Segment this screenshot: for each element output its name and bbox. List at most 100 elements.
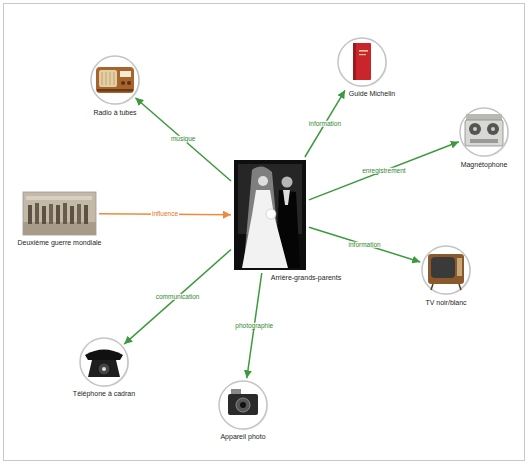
war-photo-part bbox=[26, 196, 92, 200]
tape-recorder-icon-part bbox=[460, 108, 508, 156]
war-photo-part bbox=[70, 206, 74, 224]
icon-node: Appareil photo bbox=[219, 381, 267, 442]
camera-icon-part bbox=[220, 382, 268, 430]
radio-icon-part bbox=[120, 71, 131, 77]
book-icon-part bbox=[359, 54, 366, 55]
camera-icon-part bbox=[236, 398, 250, 412]
edge-label: information bbox=[308, 120, 342, 127]
book-icon-part bbox=[338, 38, 386, 86]
label-box: Magnétophone bbox=[460, 161, 508, 169]
tape-recorder-icon-part bbox=[461, 109, 509, 157]
icon-node: Guide Michelin bbox=[338, 38, 396, 99]
war-photo-part bbox=[35, 203, 39, 224]
label-box: Radio à tubes bbox=[93, 109, 138, 117]
tape-recorder-icon bbox=[460, 108, 509, 157]
tv-icon bbox=[422, 246, 471, 295]
tape-recorder-icon-part bbox=[466, 114, 502, 120]
radio-icon-part bbox=[99, 70, 117, 87]
tv-icon-part bbox=[422, 246, 470, 294]
tv-icon-part bbox=[431, 284, 433, 290]
wedding-photo-part bbox=[258, 176, 268, 186]
war-photo-part bbox=[23, 192, 96, 235]
camera-icon-part bbox=[231, 389, 241, 394]
icon-node: Radio à tubes bbox=[91, 56, 139, 118]
tape-recorder-icon-part bbox=[465, 120, 503, 146]
icon-area bbox=[91, 56, 139, 104]
tv-icon-part bbox=[431, 257, 455, 278]
war-photo-part bbox=[63, 203, 67, 224]
node-label: Deuxième guerre mondiale bbox=[17, 239, 103, 247]
edge-label: photographie bbox=[234, 322, 274, 329]
node-label: Radio à tubes bbox=[93, 109, 138, 117]
icon-node: Arrière-grands-parents bbox=[234, 160, 342, 283]
node-label: Guide Michelin bbox=[348, 90, 396, 98]
icon-area bbox=[422, 246, 470, 294]
phone-icon-part bbox=[102, 367, 106, 371]
relation-arrow bbox=[309, 142, 459, 200]
radio-icon-part bbox=[91, 56, 139, 104]
book-icon-part bbox=[353, 43, 356, 80]
icon-node: Deuxième guerre mondiale bbox=[17, 192, 103, 248]
radio-icon-part bbox=[110, 72, 111, 85]
book-icon-part bbox=[359, 50, 368, 52]
node-label: Magnétophone bbox=[460, 161, 508, 169]
node-label: Arrière-grands-parents bbox=[270, 274, 342, 282]
radio-icon bbox=[91, 56, 140, 105]
frame bbox=[4, 4, 525, 461]
relation-arrow bbox=[135, 98, 231, 181]
tv-icon-part bbox=[459, 284, 461, 290]
tape-recorder-icon-part bbox=[469, 123, 481, 135]
camera-icon-part bbox=[228, 394, 258, 415]
radio-icon-part bbox=[96, 67, 134, 93]
icon-node: Magnétophone bbox=[460, 108, 508, 170]
node-label: Téléphone à cadran bbox=[72, 390, 136, 398]
book-icon-part bbox=[339, 39, 387, 87]
wedding-photo-part bbox=[234, 160, 306, 270]
node-label: TV noir/blanc bbox=[425, 299, 468, 307]
war-photo-part bbox=[77, 204, 81, 224]
radio-icon-part bbox=[127, 81, 131, 85]
icon-node: TV noir/blanc bbox=[422, 246, 470, 308]
phone-icon-part bbox=[81, 339, 129, 387]
phone-icon-part bbox=[80, 338, 128, 386]
icon-area bbox=[80, 338, 128, 386]
icon-area bbox=[460, 108, 508, 156]
radio-icon-part bbox=[102, 72, 103, 85]
radio-icon-part bbox=[121, 81, 125, 85]
icon-area bbox=[219, 381, 267, 429]
edge-label: information bbox=[348, 241, 382, 248]
book-icon-part bbox=[353, 43, 371, 80]
camera-icon bbox=[219, 381, 268, 430]
wedding-photo-part bbox=[282, 177, 293, 188]
radio-icon-part bbox=[92, 57, 140, 105]
node-label: Appareil photo bbox=[220, 433, 267, 441]
war-photo-part bbox=[84, 205, 88, 224]
relation-arrow bbox=[305, 90, 345, 157]
wedding-photo-part bbox=[266, 209, 276, 219]
tv-icon-part bbox=[457, 258, 462, 276]
label-box: Appareil photo bbox=[220, 433, 267, 441]
war-photo-part bbox=[28, 205, 32, 224]
label-box: Guide Michelin bbox=[348, 90, 396, 98]
radio-icon-part bbox=[106, 72, 107, 85]
icon-area bbox=[234, 160, 306, 270]
icon-area bbox=[338, 38, 386, 86]
tv-icon-part bbox=[423, 247, 471, 295]
tape-recorder-icon-part bbox=[491, 127, 495, 131]
label-box: Téléphone à cadran bbox=[72, 390, 136, 398]
relation-arrow bbox=[309, 227, 420, 262]
icon-node: Téléphone à cadran bbox=[72, 338, 136, 399]
camera-icon-part bbox=[219, 381, 267, 429]
radio-icon-part bbox=[97, 89, 133, 92]
tv-icon-part bbox=[428, 254, 464, 284]
label-box: Arrière-grands-parents bbox=[270, 274, 342, 282]
war-photo-part bbox=[49, 204, 53, 224]
wedding-photo-part bbox=[283, 190, 290, 205]
book-icon bbox=[338, 38, 387, 87]
tape-recorder-icon-part bbox=[473, 127, 477, 131]
war-photo bbox=[23, 192, 96, 235]
label-box: Deuxième guerre mondiale bbox=[17, 239, 103, 247]
war-photo-part bbox=[56, 205, 60, 224]
